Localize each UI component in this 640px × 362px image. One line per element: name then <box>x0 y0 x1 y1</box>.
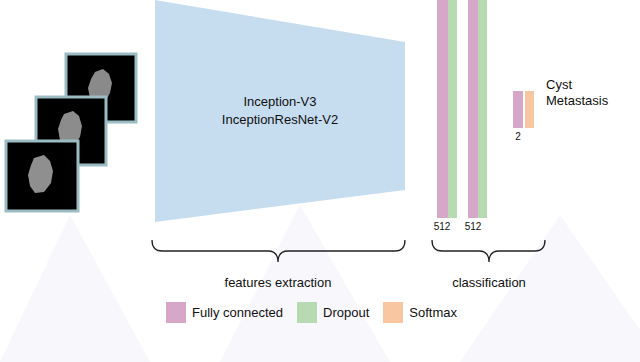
brace <box>432 240 545 262</box>
layer-size: 2 <box>515 131 521 143</box>
node-shape <box>155 0 405 222</box>
legend-label: Fully connected <box>192 305 283 321</box>
model-name: InceptionResNet-V2 <box>222 111 338 129</box>
trapezoid-shape <box>155 0 405 222</box>
background-shape <box>0 215 150 362</box>
class-name: Cyst <box>546 77 572 93</box>
text-stack: Inception-V3InceptionResNet-V2 <box>155 0 405 222</box>
feature-extractor: Inception-V3InceptionResNet-V2 <box>155 0 405 222</box>
dropout-layer <box>448 0 457 218</box>
layer-size: 512 <box>465 221 482 233</box>
stage-label: classification <box>452 275 526 291</box>
legend-swatch <box>166 302 186 323</box>
legend-label: Dropout <box>323 305 369 321</box>
fc-layer <box>468 0 478 218</box>
legend-label: Softmax <box>409 305 457 321</box>
layer-size: 512 <box>434 221 451 233</box>
dropout-layer <box>478 0 487 218</box>
legend-swatch <box>297 302 317 323</box>
brace <box>152 240 405 262</box>
legend-swatch <box>383 302 403 323</box>
input-image <box>6 141 78 211</box>
softmax-layer <box>525 91 534 128</box>
class-name: Metastasis <box>546 93 608 109</box>
fc-layer <box>513 91 523 128</box>
background-shape <box>220 205 390 362</box>
fc-layer <box>437 0 448 218</box>
model-name: Inception-V3 <box>244 93 317 111</box>
stage-label: features extraction <box>225 275 332 291</box>
